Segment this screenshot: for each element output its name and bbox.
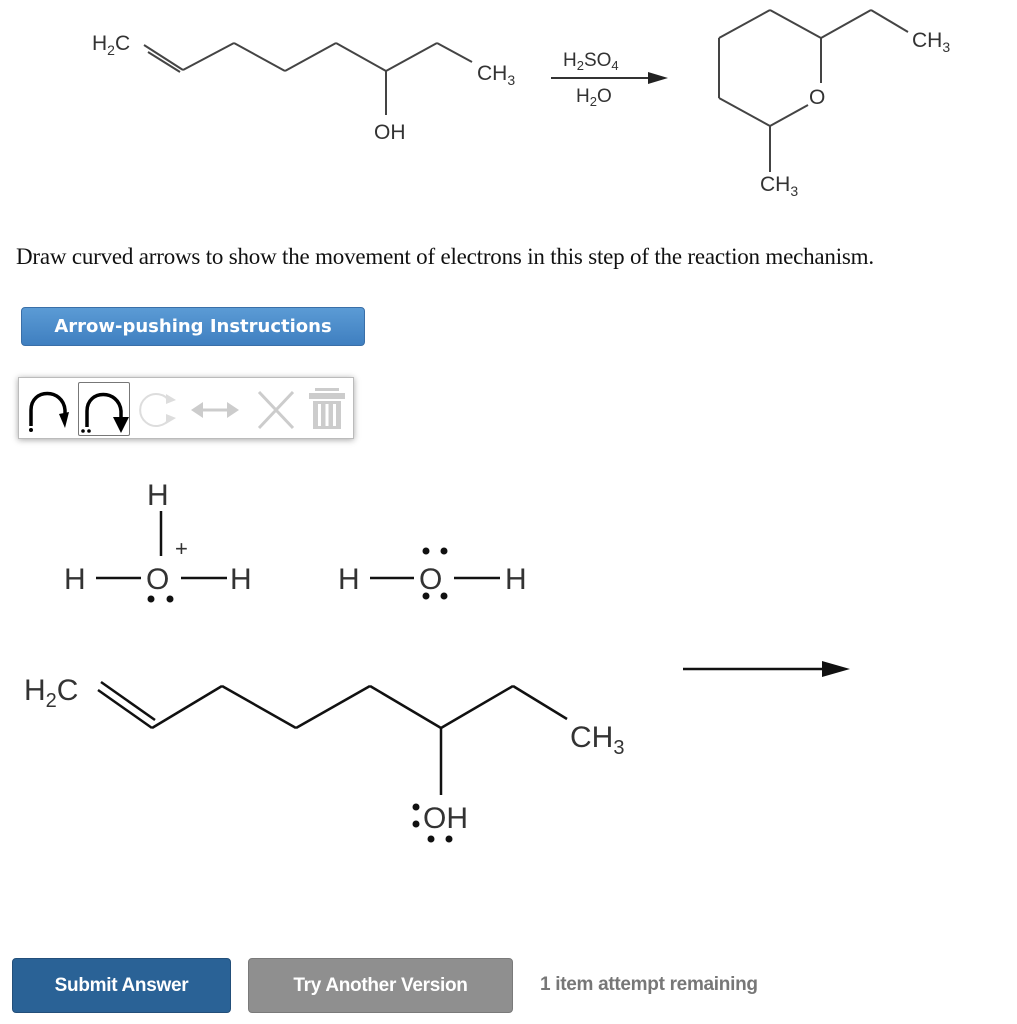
substrate-oh[interactable]: OH (423, 802, 468, 835)
lone-pair-electron[interactable] (166, 595, 174, 603)
reagent-below: H2O (576, 86, 612, 109)
hydronium-ion: H + H O H (64, 479, 252, 603)
mechanism-step-arrow-head (822, 661, 850, 677)
arrow-pushing-instructions-button[interactable]: Arrow-pushing Instructions (21, 307, 365, 346)
water-left-h[interactable]: H (338, 563, 360, 596)
reagent-above: H2SO4 (563, 50, 619, 73)
product-ring-oxygen: O (809, 86, 825, 109)
submit-answer-button[interactable]: Submit Answer (12, 958, 231, 1013)
resonance-arrow-icon (191, 402, 239, 418)
reaction-arrow-head (648, 72, 668, 84)
substrate-left-group[interactable]: H2C (24, 674, 78, 712)
single-electron-arrow-icon (29, 391, 69, 432)
water-right-h[interactable]: H (505, 563, 527, 596)
single-electron-arrow-tool[interactable] (23, 382, 75, 434)
hydronium-left-h[interactable]: H (64, 563, 86, 596)
reaction-scheme: H2C CH3 OH H2SO4 H2O O CH3 CH3 (92, 9, 950, 199)
question-prompt: Draw curved arrows to show the movement … (16, 244, 874, 269)
electron-pair-arrow-icon (81, 392, 129, 433)
hydronium-plus-charge: + (175, 536, 188, 561)
reactant-right-group: CH3 (477, 62, 515, 88)
lone-pair-electron[interactable] (440, 592, 448, 600)
mechanism-canvas[interactable]: H + H O H H O H H2C (0, 450, 1017, 870)
lone-pair-electron[interactable] (445, 835, 453, 843)
water-molecule: H O H (338, 547, 527, 600)
lone-pair-electron[interactable] (440, 547, 448, 555)
attempts-remaining-text: 1 item attempt remaining (540, 974, 758, 995)
product-top-group: CH3 (912, 29, 950, 55)
lone-pair-electron[interactable] (422, 592, 430, 600)
lone-pair-electron[interactable] (147, 595, 155, 603)
lone-pair-electron[interactable] (412, 803, 420, 811)
hydronium-top-h[interactable]: H (147, 479, 169, 512)
reactant-structure (143, 42, 473, 115)
cycle-tool[interactable] (132, 382, 182, 434)
delete-tool[interactable] (251, 382, 301, 434)
water-oxygen[interactable]: O (419, 563, 442, 596)
lone-pair-electron[interactable] (427, 835, 435, 843)
electron-pair-arrow-tool[interactable] (78, 382, 130, 436)
substrate-right-group[interactable]: CH3 (570, 721, 624, 759)
drawing-toolbar (18, 377, 354, 439)
close-icon (257, 390, 295, 430)
reactant-left-group: H2C (92, 32, 130, 58)
resonance-tool[interactable] (189, 382, 241, 434)
reactant-oh: OH (374, 121, 406, 144)
hydronium-oxygen[interactable]: O (146, 563, 169, 596)
hydronium-right-h[interactable]: H (230, 563, 252, 596)
substrate-molecule: H2C CH3 OH (24, 674, 624, 843)
product-bottom-group: CH3 (760, 173, 798, 199)
try-another-version-button[interactable]: Try Another Version (248, 958, 513, 1013)
lone-pair-electron[interactable] (412, 820, 420, 828)
product-structure (718, 9, 909, 172)
cycle-icon (139, 393, 176, 427)
trash-icon (309, 388, 345, 429)
clear-all-tool[interactable] (305, 382, 349, 434)
lone-pair-electron[interactable] (422, 547, 430, 555)
